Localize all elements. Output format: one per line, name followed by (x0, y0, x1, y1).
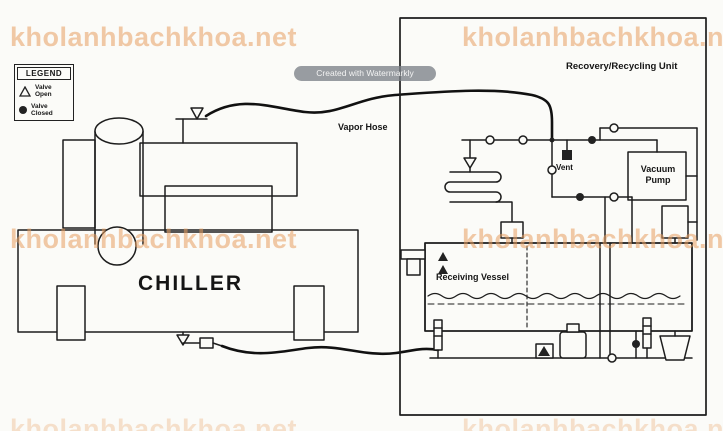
valve-open-icon (609, 123, 619, 133)
valve-open-icon (463, 157, 477, 169)
vent-label: Vent (556, 163, 573, 172)
legend-item-label: Valve Open (35, 84, 52, 99)
receiving-vessel-label: Receiving Vessel (436, 272, 510, 282)
valve-open-icon (438, 265, 448, 274)
legend-item-label: Valve Closed (31, 102, 53, 118)
vessel-nozzle (400, 249, 426, 260)
sight-glass (642, 317, 652, 349)
legend-item-valve-closed: Valve Closed (15, 101, 73, 120)
valve-open-icon (19, 85, 31, 97)
valve-open-icon (607, 353, 617, 363)
cooling-coil (444, 171, 502, 203)
legend-item-valve-open: Valve Open (15, 82, 73, 101)
valve-closed-icon (588, 136, 596, 144)
filter-drier-box (661, 205, 689, 239)
valve-closed-icon (632, 340, 640, 348)
recovery-unit-label: Recovery/Recycling Unit (566, 61, 678, 72)
watermark-badge: Created with Watermarkly (294, 66, 436, 81)
valve-closed-icon (538, 346, 550, 356)
liquid-hose-line (220, 344, 440, 356)
valve-closed-icon (576, 193, 584, 201)
valve-open-icon (176, 334, 190, 346)
vent-square-icon (562, 150, 572, 160)
valve-open-icon (609, 192, 619, 202)
compressor-cylinder-bottom (97, 226, 137, 266)
hoses (204, 89, 554, 356)
valve-open-icon (547, 165, 557, 175)
legend-box: LEGEND Valve Open Valve Closed (14, 64, 74, 121)
valve-closed-icon (19, 106, 27, 115)
chiller-leg-right (293, 285, 325, 341)
vapor-hose-label: Vapor Hose (338, 122, 388, 132)
oil-separator-box (500, 221, 524, 239)
recovery-unit-outline (399, 17, 707, 416)
vacuum-pump-label: Vacuum Pump (640, 164, 676, 186)
chiller-label: CHILLER (138, 272, 243, 295)
chiller-side-box (62, 139, 96, 229)
legend-title: LEGEND (17, 67, 71, 80)
chiller-top-shell (139, 142, 298, 197)
valve-open-icon (190, 107, 204, 120)
filter-trap (659, 335, 691, 361)
water-level-line (427, 292, 681, 300)
chiller-drawing (17, 107, 359, 349)
pump-cylinder (559, 331, 587, 359)
receiving-vessel-outline (424, 242, 693, 332)
chiller-body (17, 229, 359, 333)
vessel-nozzle (406, 258, 421, 276)
hose-fitting (199, 337, 214, 349)
sight-glass (433, 319, 443, 351)
recovery-unit-drawing (399, 17, 707, 416)
chiller-mid-box (164, 185, 273, 233)
valve-open-icon (438, 252, 448, 261)
valve-open-icon (518, 135, 528, 145)
pump-cap (566, 323, 580, 333)
compressor-cylinder-top (94, 117, 144, 145)
chiller-leg-left (56, 285, 86, 341)
vapor-hose-line (204, 89, 554, 142)
valve-open-icon (485, 135, 495, 145)
